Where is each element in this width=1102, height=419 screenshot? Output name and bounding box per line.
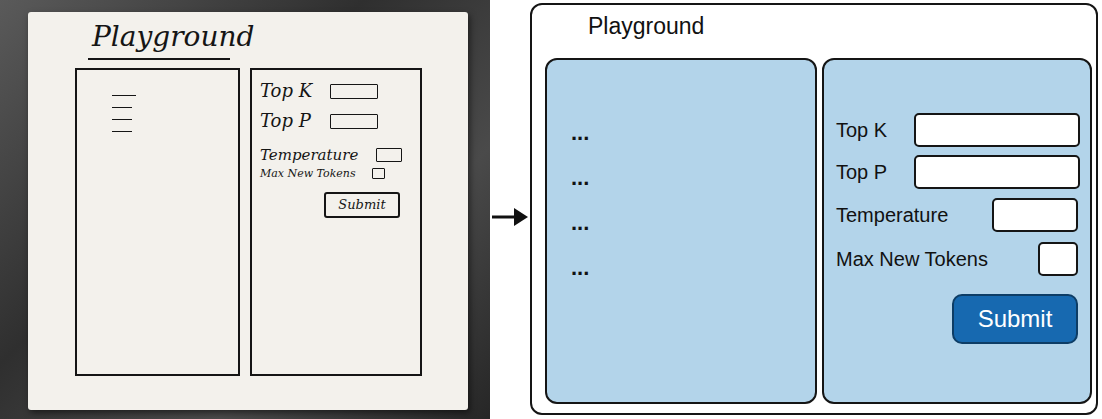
input-field [1038, 242, 1078, 276]
sketch-line [112, 107, 132, 108]
field-label: ... [571, 120, 589, 146]
button-label: Submit [978, 305, 1053, 334]
field-label: Top P [836, 160, 887, 184]
panel-title: Playground [92, 20, 254, 54]
field-label: Top K [260, 80, 312, 102]
field-label: ... [571, 255, 589, 281]
input-field [992, 198, 1078, 232]
submit-button: Submit [952, 294, 1078, 344]
sketch-line [112, 131, 132, 132]
input-field [372, 168, 385, 179]
field-label: Top K [836, 118, 887, 142]
sketch-line [112, 95, 136, 96]
sketch-output-panel [75, 68, 240, 376]
napkin [28, 12, 468, 410]
field-label: Max New Tokens [260, 167, 356, 180]
input-field [376, 148, 402, 162]
sketch-line [112, 119, 132, 120]
input-field [330, 84, 378, 99]
field-label: Temperature [260, 146, 358, 164]
field-label: ... [571, 165, 589, 191]
input-field [330, 114, 378, 129]
output-panel: ............ [545, 58, 817, 404]
flow-arrow [492, 208, 528, 226]
sketch-submit-button: Submit [324, 192, 400, 218]
field-label: Max New Tokens [836, 247, 988, 271]
heading-underline [88, 58, 230, 60]
button-label: Submit [338, 197, 385, 213]
settings-panel: Top K Top P TemperatureMax New TokensSubmi… [822, 58, 1092, 404]
field-label: Top P [260, 110, 311, 132]
field-label: Temperature [836, 203, 948, 227]
input-field [914, 155, 1080, 189]
mockup-window: Playground............ Top K Top P Temperat… [530, 3, 1098, 415]
napkin-photo: PlaygroundTop K Top P TemperatureMax New T… [0, 0, 490, 419]
field-label: ... [571, 210, 589, 236]
sketch-settings-panel: Top K Top P TemperatureMax New TokensSubmi… [250, 68, 422, 376]
input-field [914, 113, 1080, 147]
panel-title: Playground [588, 13, 704, 41]
